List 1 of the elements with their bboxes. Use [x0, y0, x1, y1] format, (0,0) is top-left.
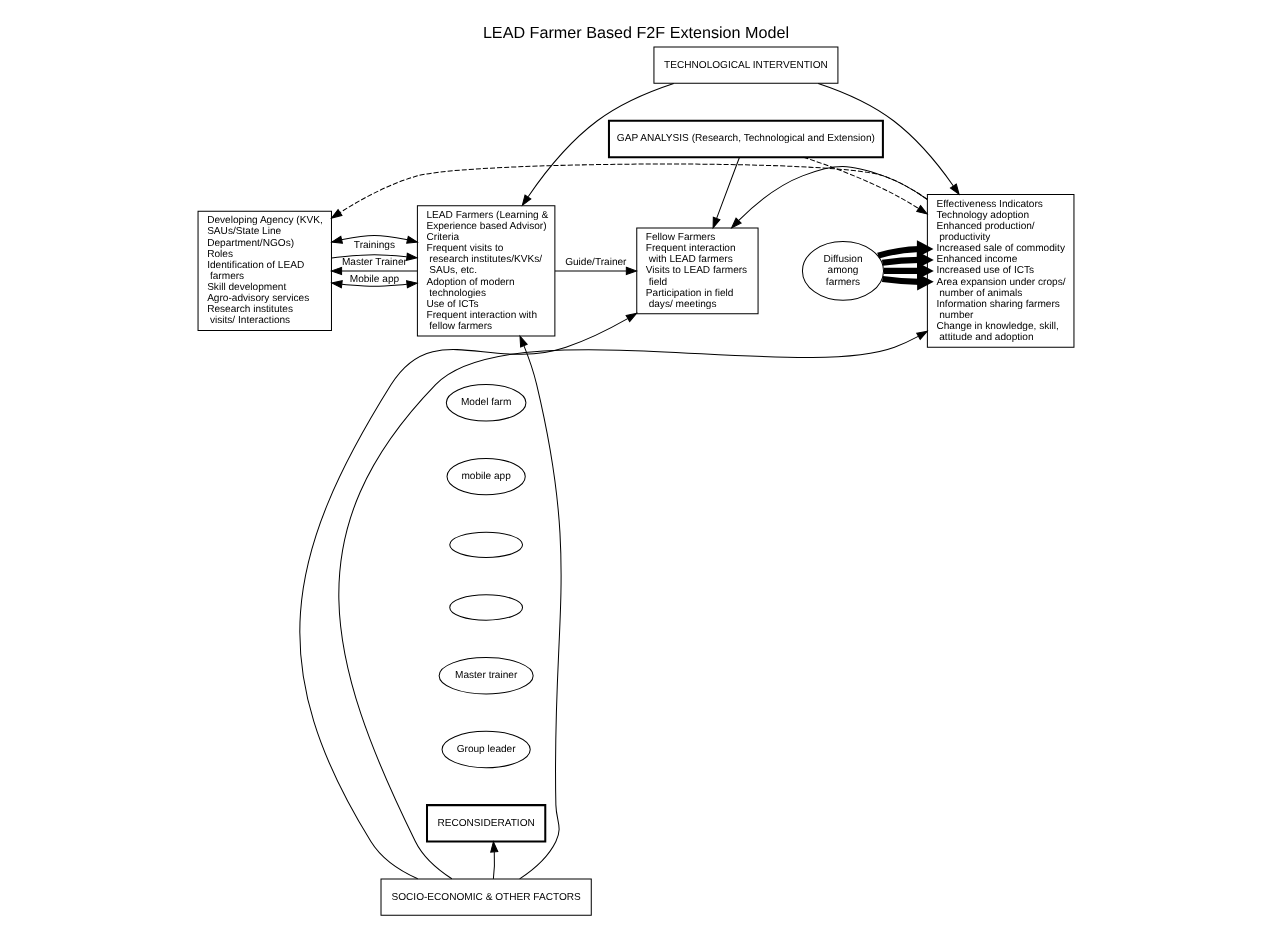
diagram-title: LEAD Farmer Based F2F Extension Model	[481, 23, 789, 42]
